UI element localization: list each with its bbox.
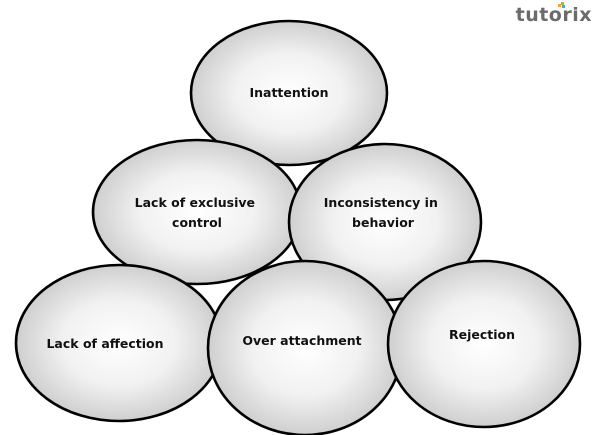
node-label: Lack of affection [46, 336, 163, 351]
node-label-line: control [172, 215, 222, 230]
node-label-line: Inconsistency in [324, 195, 438, 210]
logo-dots-icon [557, 2, 566, 8]
node-label: Inconsistency in behavior [324, 195, 442, 230]
node-label-line: Rejection [449, 327, 515, 342]
node-label-line: Lack of exclusive [135, 195, 255, 210]
node-label: Rejection [449, 327, 515, 342]
node-rejection: Rejection [386, 259, 582, 429]
node-ellipse [91, 138, 303, 286]
node-label-line: Lack of affection [46, 336, 163, 351]
node-label-line: Over attachment [242, 333, 361, 348]
logo-dot [561, 5, 565, 8]
logo-text: tutorix [515, 4, 592, 26]
node-ellipse [189, 19, 389, 167]
node-ellipse [386, 259, 582, 429]
node-inattention: Inattention [189, 19, 389, 167]
node-label: Lack of exclusive control [135, 195, 260, 230]
node-lack-of-exclusive-control: Lack of exclusive control [91, 138, 303, 286]
node-lack-of-affection: Lack of affection [14, 263, 224, 423]
node-ellipse [206, 259, 404, 435]
node-label-line: Inattention [249, 85, 328, 100]
node-label: Over attachment [242, 333, 361, 348]
logo-dot [560, 2, 564, 5]
node-label-line: behavior [352, 215, 415, 230]
node-over-attachment: Over attachment [206, 259, 404, 435]
node-label: Inattention [249, 85, 328, 100]
logo-dot [557, 4, 561, 7]
tutorix-logo: tutorix [515, 2, 592, 26]
